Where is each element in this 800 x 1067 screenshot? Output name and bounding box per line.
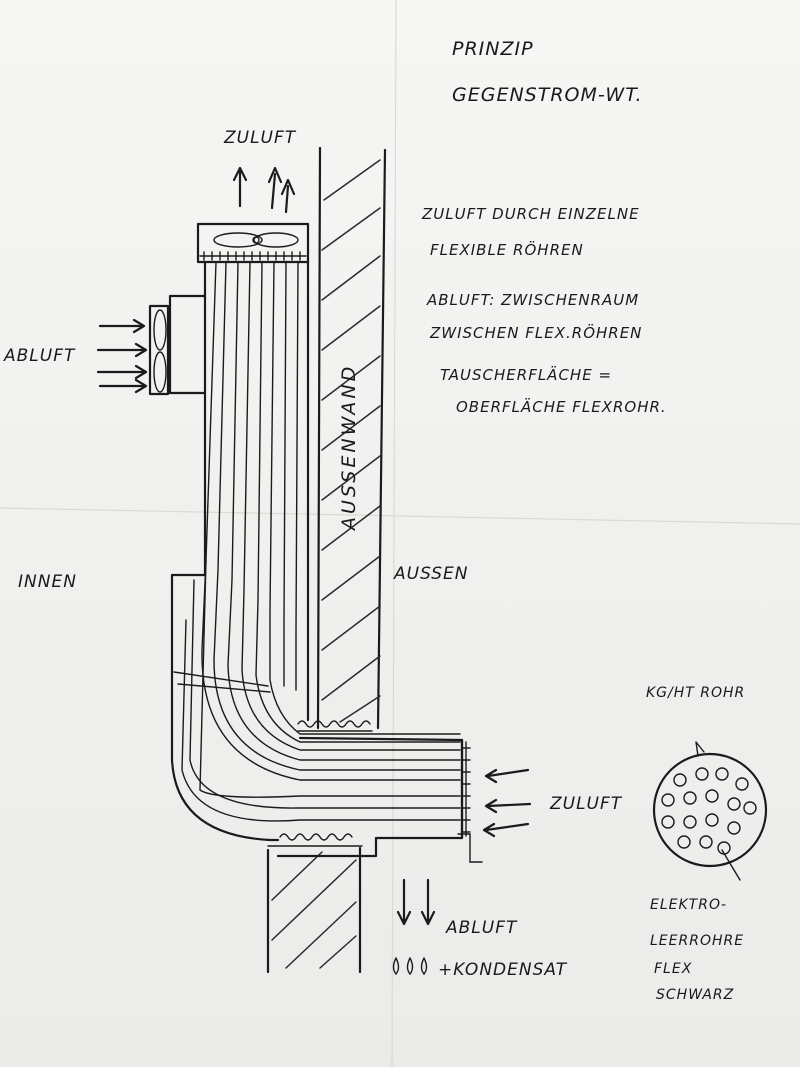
- pipe-cross-section: [652, 741, 768, 881]
- note-line-6: Oberfläche Flexrohr.: [456, 398, 667, 416]
- label-abluft-bottom: Abluft: [446, 918, 518, 938]
- wall-hatching-upper: [321, 159, 381, 723]
- label-elektro-1: Elektro-: [650, 897, 728, 913]
- note-line-1: Zuluft durch einzelne: [422, 205, 640, 223]
- label-elektro-3: Flex: [654, 961, 693, 977]
- label-abluft-left: Abluft: [4, 346, 76, 366]
- title-line-1: Prinzip: [452, 38, 534, 60]
- fan-side: [148, 304, 170, 396]
- label-zuluft-top: Zuluft: [224, 128, 297, 148]
- label-elektro-2: leerrohre: [650, 933, 745, 949]
- pointer-top: [695, 741, 705, 757]
- seal-top: [297, 720, 371, 728]
- note-line-3: Abluft: Zwischenraum: [427, 291, 640, 309]
- title-line-2: Gegenstrom-WT.: [452, 84, 643, 106]
- pointer-bottom: [721, 849, 741, 881]
- kondensat-drops: [392, 957, 428, 976]
- note-line-2: flexible Röhren: [430, 241, 584, 259]
- label-zuluft-right: Zuluft: [550, 794, 623, 814]
- note-line-5: Tauscherfläche =: [440, 366, 613, 384]
- label-aussen: Aussen: [394, 564, 469, 584]
- seal-bottom: [279, 833, 353, 841]
- label-innen: Innen: [18, 572, 77, 592]
- note-line-4: zwischen Flex.Röhren: [430, 324, 643, 342]
- arrows-zuluft-right: [482, 768, 532, 838]
- wall-hatching-lower: [271, 851, 357, 969]
- arrows-abluft-bottom: [396, 878, 436, 926]
- label-elektro-4: schwarz: [656, 987, 735, 1003]
- arrows-zuluft-top: [232, 166, 296, 214]
- label-kg-ht-rohr: KG/HT Rohr: [646, 685, 746, 701]
- heat-exchanger-body: [148, 222, 483, 863]
- section-line: [173, 671, 269, 687]
- aussenwand-lower: [266, 833, 363, 974]
- fan-top: [213, 232, 299, 248]
- label-aussenwand: Aussenwand: [338, 363, 360, 530]
- flex-tubes: [181, 261, 461, 822]
- label-kondensat: +Kondensat: [438, 960, 568, 980]
- tube-circles: [661, 767, 757, 855]
- aussenwand-upper: [297, 146, 387, 732]
- arrows-abluft-left: [96, 318, 148, 394]
